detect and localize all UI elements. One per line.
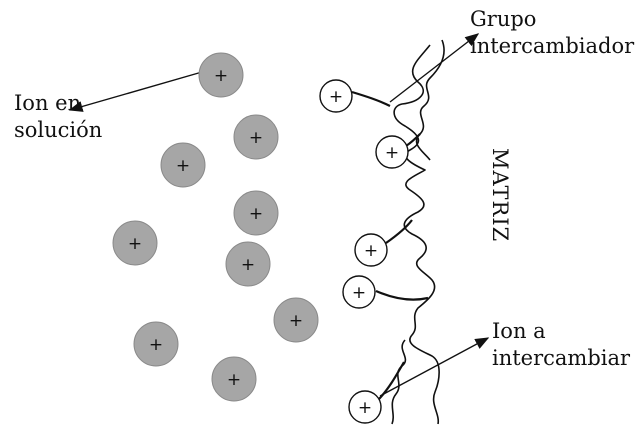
ion-plus: + bbox=[128, 234, 142, 254]
arrow-ion-solucion bbox=[68, 71, 203, 112]
bond-4 bbox=[375, 289, 429, 301]
label-line: Grupo bbox=[470, 7, 537, 31]
label-line: intercambiador bbox=[470, 34, 635, 58]
label-line: Ion en bbox=[14, 91, 82, 115]
label-grupo-intercambiador: Grupo intercambiador bbox=[470, 6, 634, 60]
ion-plus: + bbox=[149, 335, 163, 355]
bound-ion: + bbox=[342, 275, 376, 309]
solution-ion: + bbox=[112, 220, 158, 266]
solution-ion: + bbox=[160, 142, 206, 188]
bound-ion: + bbox=[348, 390, 382, 424]
ion-plus: + bbox=[227, 370, 241, 390]
bond-3 bbox=[385, 219, 413, 244]
arrow-ion-a-intercambiar bbox=[379, 337, 490, 397]
label-ion-a-intercambiar: Ion a intercambiar bbox=[492, 318, 630, 372]
bond-1 bbox=[351, 90, 391, 107]
ion-plus: + bbox=[214, 66, 228, 86]
ion-plus: + bbox=[249, 128, 263, 148]
matrix-chain-lower bbox=[391, 339, 407, 425]
bound-ion: + bbox=[319, 79, 353, 113]
arrow-grupo-intercambiador bbox=[389, 33, 480, 103]
solution-ion: + bbox=[233, 190, 279, 236]
ion-plus: + bbox=[249, 204, 263, 224]
ion-plus: + bbox=[385, 143, 399, 163]
ion-plus: + bbox=[241, 255, 255, 275]
label-ion-en-solucion: Ion en solución bbox=[14, 90, 102, 144]
bound-ion: + bbox=[354, 233, 388, 267]
ion-plus: + bbox=[329, 87, 343, 107]
bond-2 bbox=[405, 133, 421, 147]
bond-5 bbox=[377, 361, 405, 401]
solution-ion: + bbox=[133, 321, 179, 367]
solution-ion: + bbox=[225, 241, 271, 287]
matrix-chains bbox=[391, 39, 445, 425]
bound-ion: + bbox=[375, 135, 409, 169]
label-line: Ion a bbox=[492, 319, 546, 343]
solution-ion: + bbox=[233, 114, 279, 160]
ion-plus: + bbox=[358, 398, 372, 418]
label-matriz: MATRIZ bbox=[488, 148, 512, 243]
matrix-chain-main bbox=[393, 44, 440, 425]
solution-ion: + bbox=[198, 52, 244, 98]
arrows bbox=[68, 33, 490, 397]
ion-bonds bbox=[351, 90, 429, 401]
ion-plus: + bbox=[289, 311, 303, 331]
matrix-chain-secondary bbox=[415, 39, 445, 161]
ion-plus: + bbox=[176, 156, 190, 176]
solution-ion: + bbox=[273, 297, 319, 343]
ion-plus: + bbox=[364, 241, 378, 261]
label-line: intercambiar bbox=[492, 346, 631, 370]
solution-ion: + bbox=[211, 356, 257, 402]
label-line: solución bbox=[14, 118, 103, 142]
bound-ions: + + + + + bbox=[319, 79, 409, 424]
solution-ions: + + + + + + + + + bbox=[112, 52, 319, 402]
ion-plus: + bbox=[352, 283, 366, 303]
